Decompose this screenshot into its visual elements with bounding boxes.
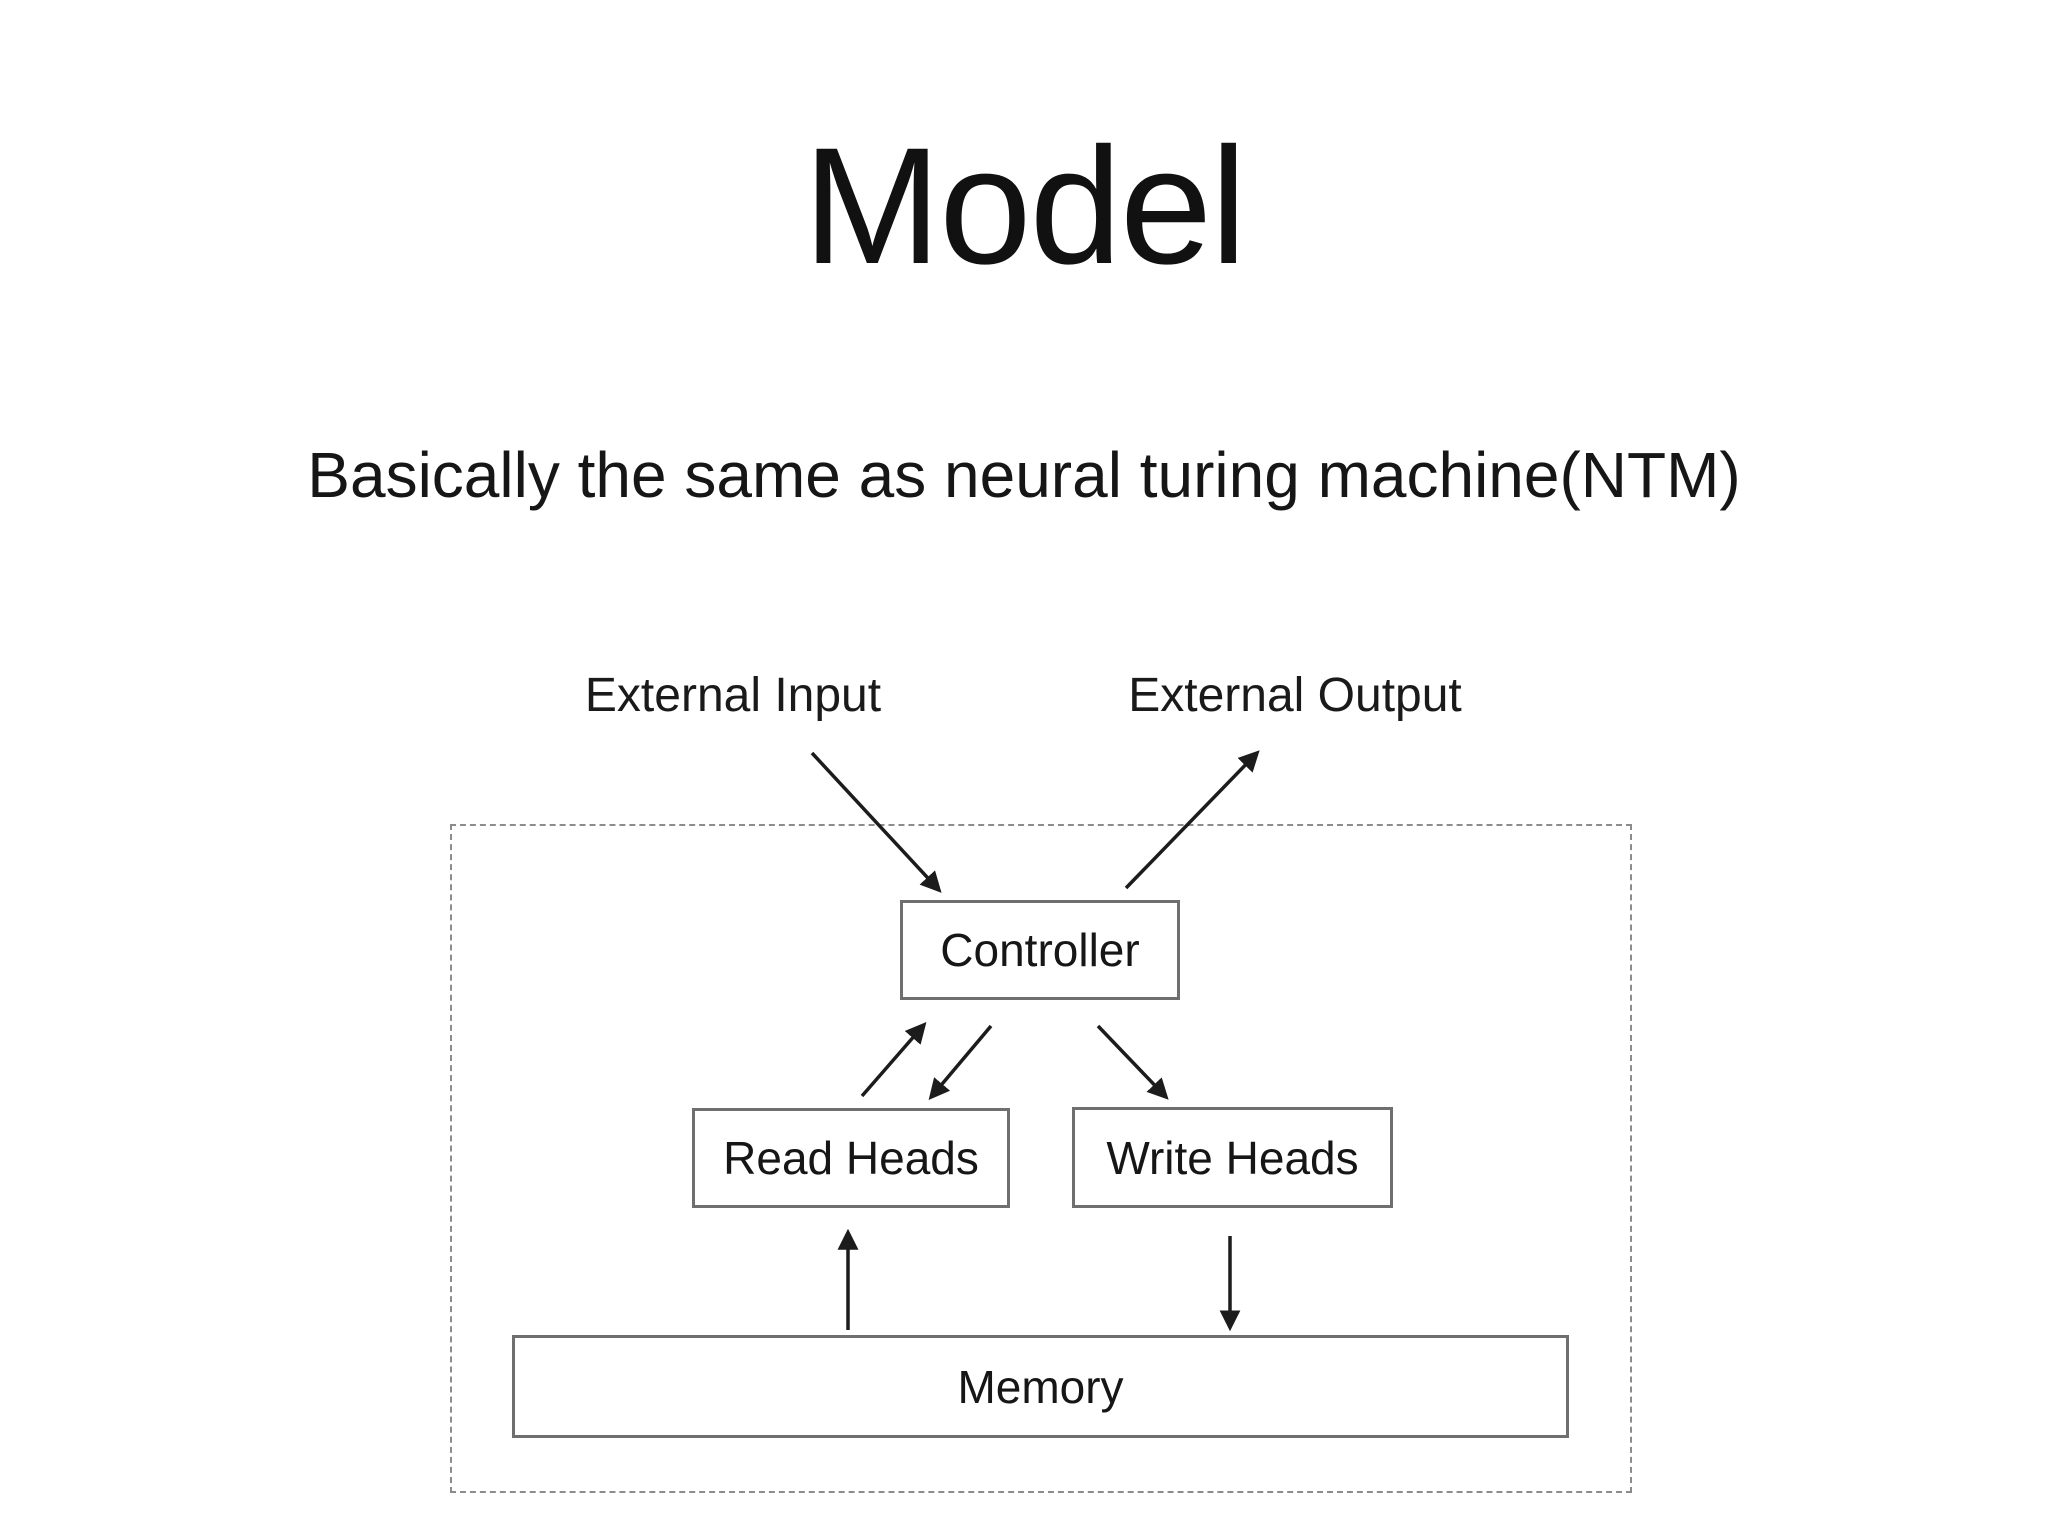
slide-subtitle: Basically the same as neural turing mach… [307, 439, 1741, 511]
write-heads-box: Write Heads [1072, 1107, 1393, 1208]
page-title: Model [802, 114, 1247, 299]
memory-label: Memory [957, 1360, 1124, 1413]
external-output-label: External Output [1128, 669, 1462, 722]
controller-box: Controller [900, 900, 1180, 1000]
memory-box: Memory [512, 1335, 1569, 1438]
read-heads-label: Read Heads [723, 1132, 979, 1184]
read-heads-box: Read Heads [692, 1108, 1010, 1208]
external-input-label: External Input [584, 669, 882, 722]
system-boundary-dashed-box [450, 824, 1632, 1493]
write-heads-label: Write Heads [1106, 1131, 1359, 1184]
controller-label: Controller [940, 924, 1140, 976]
